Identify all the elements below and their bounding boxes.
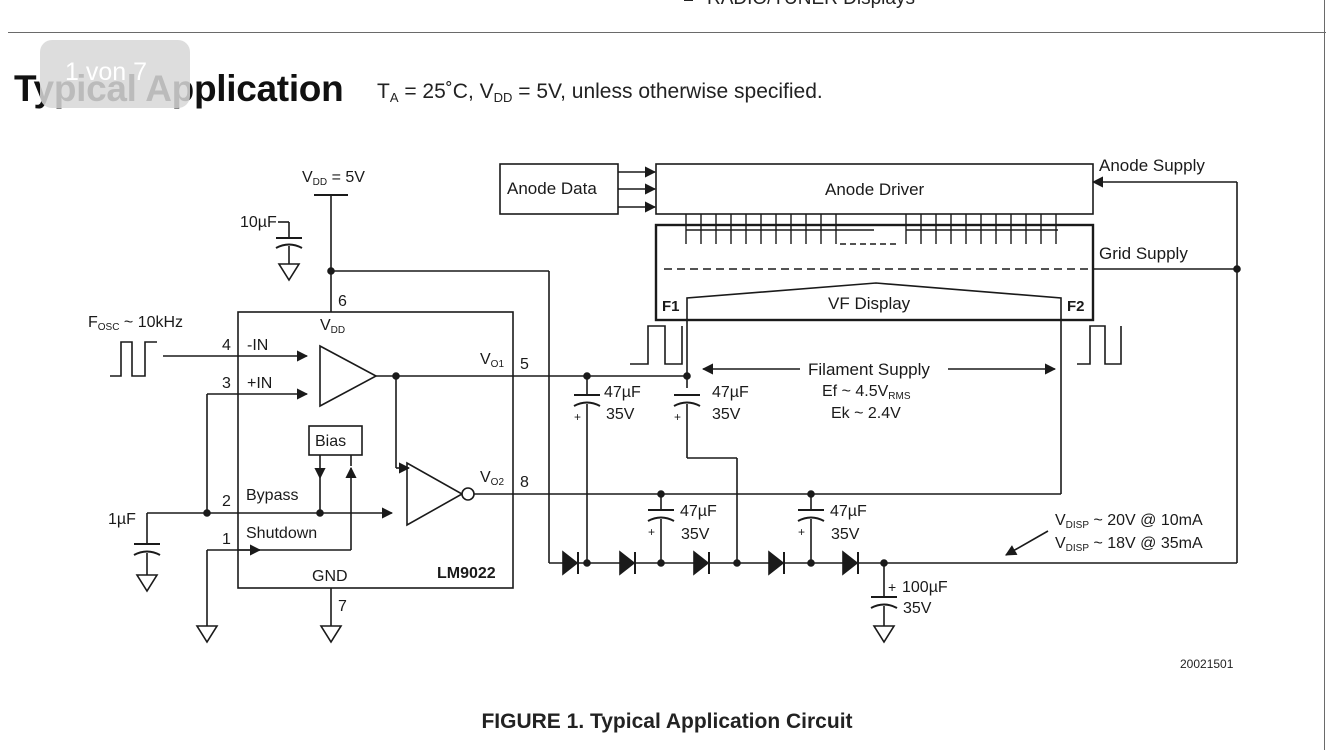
oscillator-waveform <box>110 341 157 377</box>
pin-6-number: 6 <box>338 293 347 310</box>
cap-3-voltage: 35V <box>681 526 710 543</box>
cap-4-value: 47µF <box>830 503 867 520</box>
figure-id: 20021501 <box>1180 657 1234 671</box>
right-divider <box>1324 0 1325 750</box>
svg-text:+: + <box>888 579 896 595</box>
svg-text:+: + <box>648 525 655 539</box>
vdisp-line-2: VDISP ~ 18V @ 35mA <box>1055 535 1203 554</box>
cap-2-voltage: 35V <box>712 406 741 423</box>
operating-conditions: TA = 25˚C, VDD = 5V, unless otherwise sp… <box>377 80 823 105</box>
diode-chain <box>562 550 888 576</box>
pin-1-label: Shutdown <box>246 525 317 542</box>
svg-text:+: + <box>798 525 805 539</box>
page-indicator-badge: 1 von 7 <box>40 40 190 108</box>
cap-5-voltage: 35V <box>903 600 932 617</box>
oscillator-label: FOSC ~ 10kHz <box>88 314 183 333</box>
top-divider <box>8 32 1326 33</box>
pin-3-label: +IN <box>247 375 272 392</box>
cap-4-voltage: 35V <box>831 526 860 543</box>
filament-supply-label: Filament Supply <box>808 360 930 379</box>
pin-5-number: 5 <box>520 356 529 373</box>
vo1-label: VO1 <box>480 351 504 370</box>
cap-1-voltage: 35V <box>606 406 635 423</box>
f2-waveform <box>1077 325 1122 365</box>
bias-label: Bias <box>315 433 346 450</box>
bias-block <box>308 425 363 456</box>
filament-ef: Ef ~ 4.5VRMS <box>822 383 911 402</box>
amplifier-2 <box>406 461 464 527</box>
cap-1-value: 47µF <box>604 384 641 401</box>
vo2-label: VO2 <box>480 469 504 488</box>
grid-supply-label: Grid Supply <box>1099 244 1188 263</box>
f1-label: F1 <box>662 298 680 315</box>
filament-wire <box>686 282 1062 310</box>
figure-caption: FIGURE 1. Typical Application Circuit <box>481 710 853 733</box>
chip-vdd-label: VDD <box>320 317 345 336</box>
vf-display-label: VF Display <box>828 294 911 313</box>
top-bullet-text: RADIO/TUNER Displays <box>707 0 915 9</box>
top-bullet-item: RADIO/TUNER Displays <box>684 0 915 10</box>
pin-7-number: 7 <box>338 598 347 615</box>
bypass-cap-value: 1µF <box>108 511 136 528</box>
vf-display-block <box>654 223 1095 322</box>
svg-text:+: + <box>574 410 581 424</box>
amplifier-1 <box>319 344 378 408</box>
gnd-label: GND <box>312 568 348 585</box>
cap-5-value: 100µF <box>902 579 948 596</box>
anode-supply-label: Anode Supply <box>1099 156 1205 175</box>
f2-label: F2 <box>1067 298 1085 315</box>
anode-data-label: Anode Data <box>507 179 597 198</box>
pin-2-label: Bypass <box>246 487 298 504</box>
f1-waveform <box>630 325 683 365</box>
chip-name: LM9022 <box>437 565 496 582</box>
cap-2-value: 47µF <box>712 384 749 401</box>
svg-text:+: + <box>674 410 681 424</box>
lm9022-chip <box>237 311 514 589</box>
anode-segments <box>685 214 1058 245</box>
filament-ek: Ek ~ 2.4V <box>831 405 901 422</box>
anode-driver-block <box>655 163 1094 215</box>
pin-3-number: 3 <box>222 375 231 392</box>
pin-1-number: 1 <box>222 531 231 548</box>
vdisp-line-1: VDISP ~ 20V @ 10mA <box>1055 512 1203 531</box>
pin-4-number: 4 <box>222 337 231 354</box>
bullet-square-icon <box>684 0 693 1</box>
anode-driver-label: Anode Driver <box>825 180 925 199</box>
pin-2-number: 2 <box>222 493 231 510</box>
vdd-cap-value: 10µF <box>240 214 277 231</box>
cap-3-value: 47µF <box>680 503 717 520</box>
pin-8-number: 8 <box>520 474 529 491</box>
pin-4-label: -IN <box>247 337 268 354</box>
vdd-supply-label: VDD = 5V <box>302 169 365 188</box>
page-indicator-text: 1 von 7 <box>65 58 148 86</box>
